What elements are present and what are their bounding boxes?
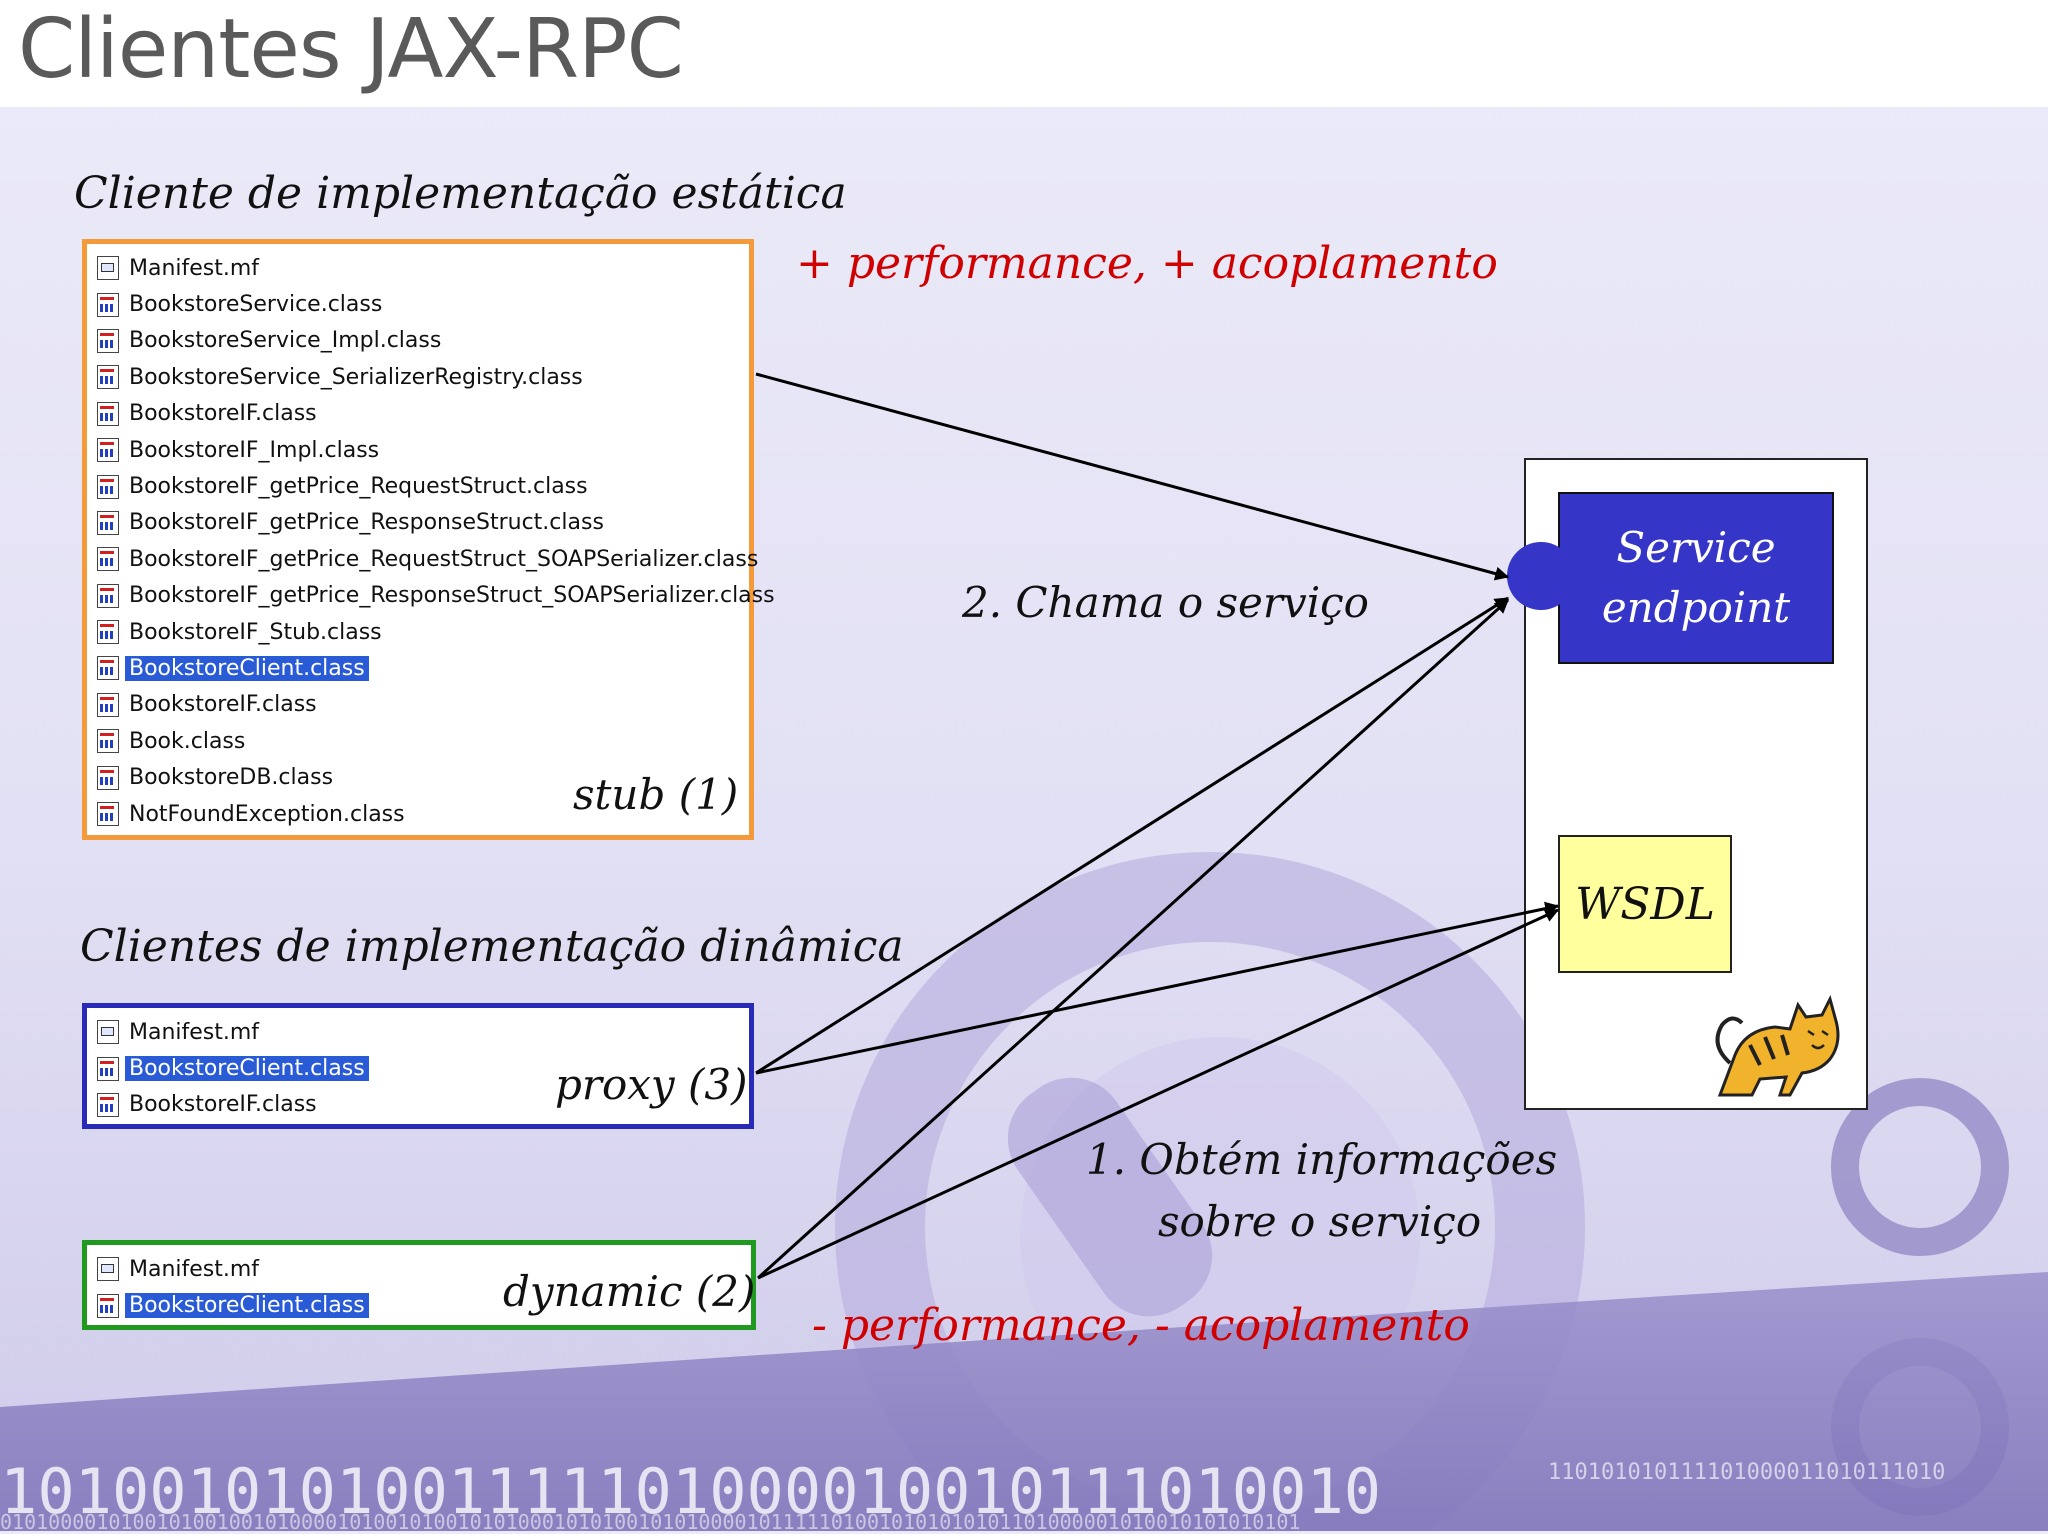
class-file-icon	[97, 1056, 119, 1081]
file-item[interactable]: BookstoreIF_Stub.class	[97, 614, 779, 650]
file-name: Book.class	[129, 728, 246, 754]
endpoint-port	[1507, 542, 1575, 610]
class-file-icon	[97, 328, 119, 353]
class-file-icon	[97, 292, 119, 317]
class-file-icon	[97, 1293, 119, 1318]
file-item[interactable]: BookstoreIF_getPrice_ResponseStruct.clas…	[97, 505, 779, 541]
class-file-icon	[97, 802, 119, 827]
obtain-info-label-line2: sobre o serviço	[1158, 1197, 1482, 1246]
file-name: BookstoreIF_Stub.class	[129, 619, 382, 645]
plus-performance-note: + performance, + acoplamento	[796, 238, 1498, 289]
file-name: BookstoreService_Impl.class	[129, 328, 442, 354]
title-bar	[0, 0, 2048, 107]
file-item[interactable]: BookstoreIF.class	[97, 1087, 369, 1123]
file-item[interactable]: BookstoreService_Impl.class	[97, 323, 779, 359]
file-name: BookstoreIF_getPrice_ResponseStruct_SOAP…	[129, 583, 775, 609]
file-item[interactable]: BookstoreService.class	[97, 286, 779, 322]
class-file-icon	[97, 729, 119, 754]
file-item[interactable]: BookstoreClient.class	[97, 650, 779, 686]
class-file-icon	[97, 583, 119, 608]
file-item[interactable]: BookstoreService_SerializerRegistry.clas…	[97, 359, 779, 395]
service-endpoint-label-line1: Service	[1616, 523, 1776, 572]
file-name: Manifest.mf	[129, 1256, 260, 1282]
tomcat-logo-icon	[1715, 994, 1840, 1097]
class-file-icon	[97, 438, 119, 463]
dynamic-client-heading: Clientes de implementação dinâmica	[80, 921, 904, 972]
file-item[interactable]: BookstoreIF.class	[97, 687, 779, 723]
stub-label: stub (1)	[573, 770, 739, 819]
class-file-icon	[97, 510, 119, 535]
call-service-label: 2. Chama o serviço	[962, 578, 1369, 627]
file-item[interactable]: BookstoreClient.class	[97, 1287, 369, 1323]
file-name: BookstoreIF.class	[129, 1092, 317, 1118]
file-name: Manifest.mf	[129, 255, 260, 281]
obtain-info-label-line1: 1. Obtém informações	[1086, 1135, 1558, 1184]
file-name: BookstoreIF_getPrice_ResponseStruct.clas…	[129, 510, 604, 536]
wsdl-box: WSDL	[1558, 835, 1732, 973]
file-item[interactable]: NotFoundException.class	[97, 796, 779, 832]
file-item[interactable]: Book.class	[97, 723, 779, 759]
file-name: BookstoreIF.class	[129, 692, 317, 718]
binary-pattern-bottom: 0101000010100101001001010000101001010010…	[0, 1510, 1301, 1534]
file-item[interactable]: Manifest.mf	[97, 1014, 369, 1050]
class-file-icon	[97, 765, 119, 790]
proxy-label: proxy (3)	[555, 1060, 748, 1109]
class-file-icon	[97, 620, 119, 645]
class-file-icon	[97, 1092, 119, 1117]
slide-title: Clientes JAX-RPC	[18, 2, 684, 97]
file-item[interactable]: BookstoreIF_getPrice_RequestStruct_SOAPS…	[97, 541, 779, 577]
class-file-icon	[97, 401, 119, 426]
file-item[interactable]: BookstoreIF_Impl.class	[97, 432, 779, 468]
file-name: BookstoreClient.class	[125, 1293, 369, 1319]
binary-pattern: 1010010101001111101000010010111010010	[0, 1455, 1382, 1528]
class-file-icon	[97, 474, 119, 499]
manifest-file-icon	[97, 1020, 119, 1045]
manifest-file-icon	[97, 1257, 119, 1282]
file-name: BookstoreService_SerializerRegistry.clas…	[129, 364, 583, 390]
service-endpoint-box: Service endpoint	[1558, 492, 1834, 664]
file-item[interactable]: Manifest.mf	[97, 250, 779, 286]
file-item[interactable]: BookstoreDB.class	[97, 759, 779, 795]
service-endpoint-label-line2: endpoint	[1601, 583, 1791, 632]
wsdl-label: WSDL	[1575, 878, 1715, 930]
manifest-file-icon	[97, 256, 119, 281]
static-client-heading: Cliente de implementação estática	[74, 168, 847, 219]
class-file-icon	[97, 547, 119, 572]
dynamic-label: dynamic (2)	[503, 1267, 756, 1316]
file-name: BookstoreService.class	[129, 292, 383, 318]
file-name: BookstoreClient.class	[125, 655, 369, 681]
file-name: BookstoreClient.class	[125, 1056, 369, 1082]
file-item[interactable]: Manifest.mf	[97, 1251, 369, 1287]
file-name: BookstoreDB.class	[129, 765, 334, 791]
file-name: BookstoreIF.class	[129, 401, 317, 427]
class-file-icon	[97, 692, 119, 717]
file-name: NotFoundException.class	[129, 801, 405, 827]
file-name: Manifest.mf	[129, 1019, 260, 1045]
file-item[interactable]: BookstoreIF_getPrice_RequestStruct.class	[97, 468, 779, 504]
file-name: BookstoreIF_Impl.class	[129, 437, 380, 463]
file-item[interactable]: BookstoreIF_getPrice_ResponseStruct_SOAP…	[97, 578, 779, 614]
binary-pattern-small: 110101010111101000011010111010	[1548, 1460, 1946, 1485]
file-item[interactable]: BookstoreIF.class	[97, 396, 779, 432]
file-item[interactable]: BookstoreClient.class	[97, 1050, 369, 1086]
class-file-icon	[97, 656, 119, 681]
file-name: BookstoreIF_getPrice_RequestStruct_SOAPS…	[129, 546, 759, 572]
file-name: BookstoreIF_getPrice_RequestStruct.class	[129, 474, 588, 500]
minus-performance-note: - performance, - acoplamento	[812, 1300, 1470, 1351]
class-file-icon	[97, 365, 119, 390]
